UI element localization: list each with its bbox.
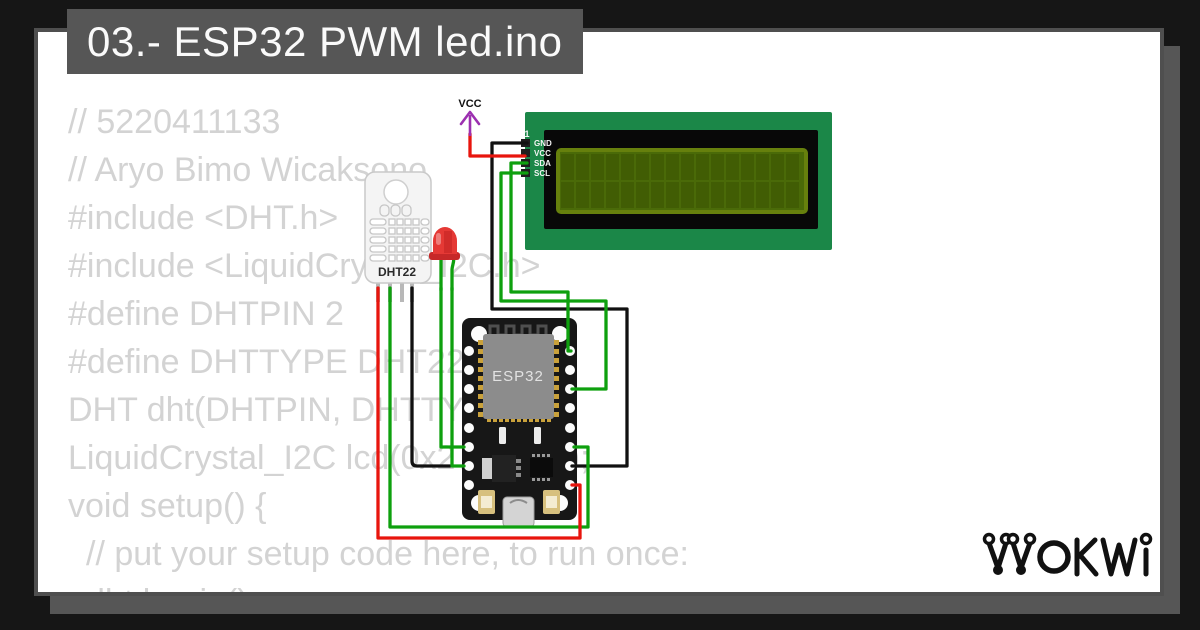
wokwi-logo: [982, 532, 1153, 577]
code-line: // 5220411133: [68, 103, 281, 141]
code-line: #define DHTPIN 2: [68, 295, 344, 333]
code-line: #include <LiquidCrystal_I2C.h>: [68, 247, 541, 285]
code-line: LiquidCrystal_I2C lcd(0x27, 16, 2);: [68, 439, 590, 477]
code-line: #include <DHT.h>: [68, 199, 339, 237]
code-block: // 5220411133 // Aryo Bimo Wicaksono #incl…: [68, 98, 689, 592]
code-line: // Aryo Bimo Wicaksono: [68, 151, 428, 189]
code-line: dht.begin();: [68, 578, 689, 592]
project-title-bar: 03.- ESP32 PWM led.ino: [67, 9, 583, 74]
preview-page: // 5220411133 // Aryo Bimo Wicaksono #incl…: [34, 28, 1164, 596]
code-line: DHT dht(DHTPIN, DHTTYPE);: [68, 391, 531, 429]
project-title: 03.- ESP32 PWM led.ino: [87, 17, 563, 65]
code-line: void setup() {: [68, 487, 267, 525]
code-line: #define DHTTYPE DHT22: [68, 343, 465, 381]
code-line: // put your setup code here, to run once…: [86, 535, 689, 573]
